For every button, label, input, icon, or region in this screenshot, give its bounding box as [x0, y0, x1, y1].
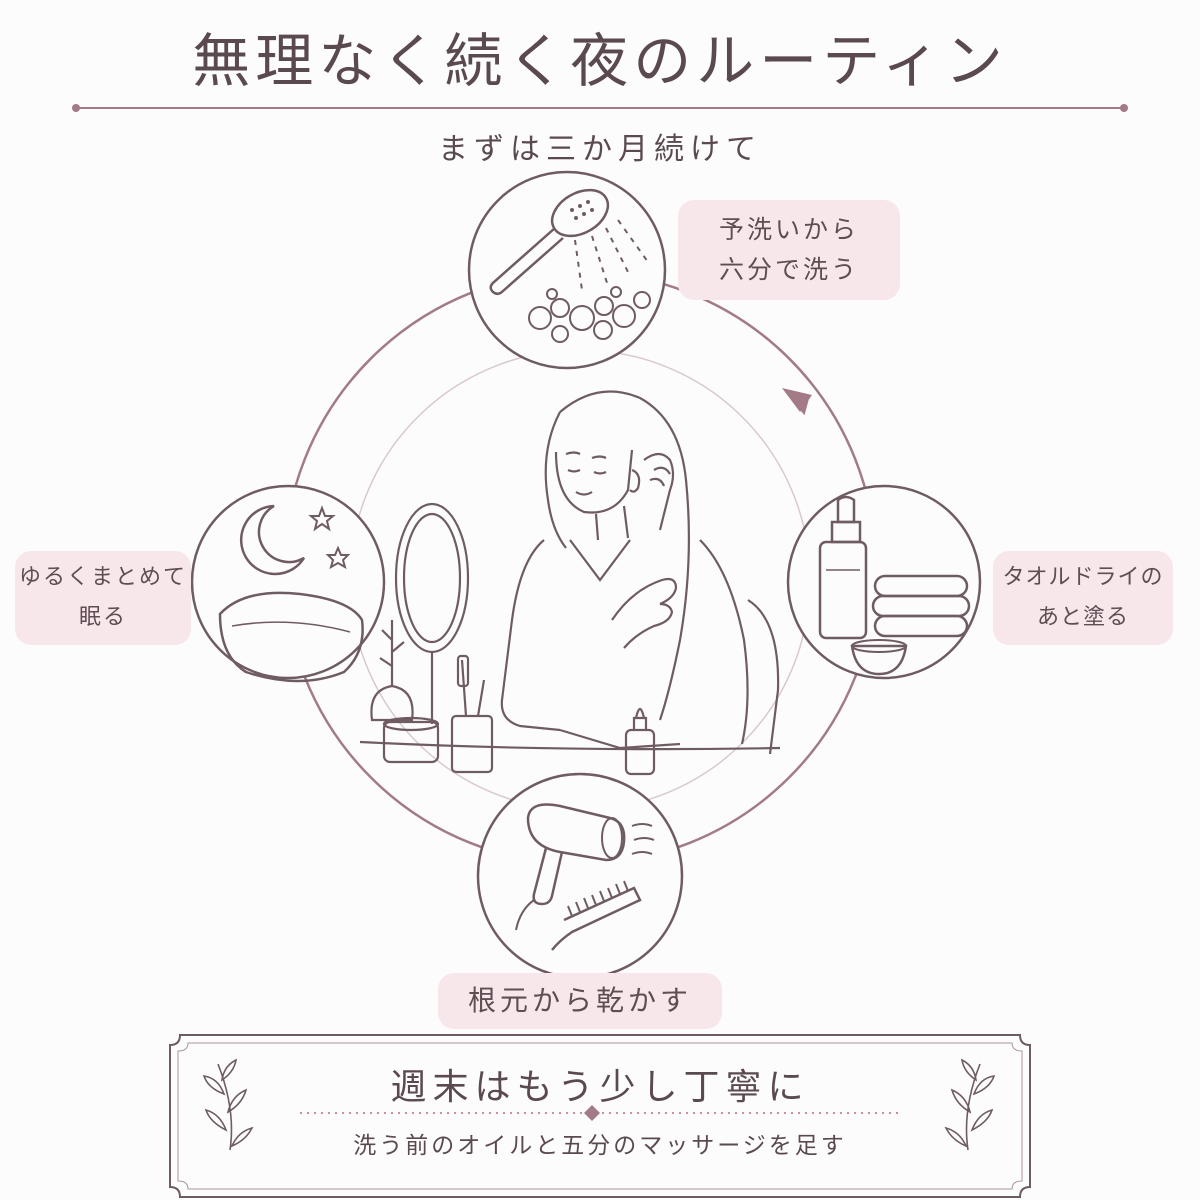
woman-vanity-illustration — [359, 390, 781, 776]
moon-pillow-icon — [190, 484, 386, 683]
step-sleep-label: ゆるくまとめて 眠る — [15, 551, 191, 645]
weekend-card-text: 洗う前のオイルと五分のマッサージを足す — [353, 1133, 847, 1159]
page-title: 無理なく続く夜のルーティン — [192, 27, 1008, 95]
shower-icon — [467, 170, 667, 370]
step-wash-line2: 六分で洗う — [718, 255, 859, 284]
serum-towel-icon — [786, 484, 982, 680]
step-apply-line1: タオルドライの — [1002, 565, 1164, 590]
step-wash-line1: 予洗いから — [718, 215, 859, 244]
dryer-comb-icon — [476, 772, 684, 980]
step-wash-label: 予洗いから 六分で洗う — [678, 200, 900, 300]
step-apply-label: タオルドライの あと塗る — [993, 551, 1173, 645]
step-apply-line2: あと塗る — [1036, 605, 1129, 630]
step-sleep-line1: ゆるくまとめて — [18, 565, 187, 590]
weekend-card-title: 週末はもう少し丁寧に — [390, 1067, 810, 1108]
inner-circle — [349, 349, 811, 811]
step-dry-label: 根元から乾かす — [438, 973, 722, 1029]
weekend-card-frame — [169, 1034, 1031, 1198]
right-sprig-icon — [944, 1058, 996, 1151]
step-dry-line1: 根元から乾かす — [467, 984, 692, 1017]
title-divider — [72, 104, 1128, 112]
subtitle: まずは三か月続けて — [438, 132, 762, 167]
left-sprig-icon — [202, 1058, 254, 1151]
step-sleep-line2: 眠る — [78, 605, 127, 630]
